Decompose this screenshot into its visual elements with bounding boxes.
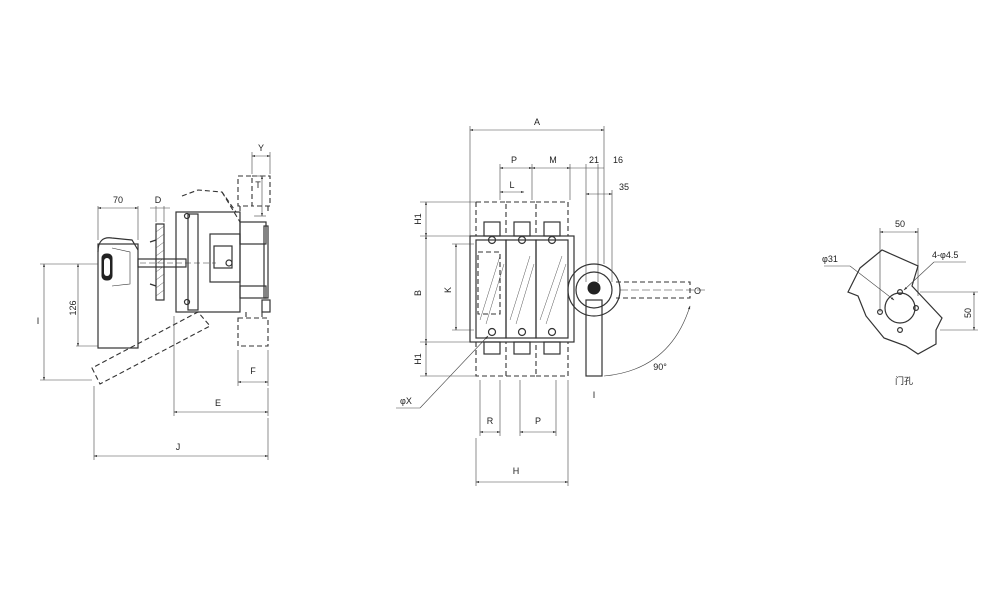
side-handle-rotated bbox=[91, 311, 211, 385]
dim-h: H bbox=[513, 466, 520, 476]
door-hole-caption: 门孔 bbox=[895, 375, 913, 387]
label-phi-x: φX bbox=[400, 396, 412, 406]
dim-f: F bbox=[250, 366, 256, 376]
label-4-phi-4-5: 4-φ4.5 bbox=[932, 250, 958, 260]
dim-j: J bbox=[176, 442, 181, 452]
dim-35: 35 bbox=[619, 182, 629, 192]
dim-21: 21 bbox=[589, 155, 599, 165]
dim-a: A bbox=[534, 117, 540, 127]
side-door-panel bbox=[155, 223, 165, 301]
dim-k: K bbox=[443, 287, 453, 293]
label-i-front: I bbox=[593, 390, 596, 400]
dim-r: R bbox=[487, 416, 494, 426]
label-phi-31: φ31 bbox=[822, 254, 838, 264]
dim-70: 70 bbox=[113, 195, 123, 205]
door-hole-outline bbox=[847, 249, 943, 355]
dim-y: Y bbox=[258, 143, 264, 153]
dim-p-bottom: P bbox=[535, 416, 541, 426]
front-handle-lever bbox=[585, 299, 603, 377]
side-view: 70 D Y T 126 I F E bbox=[37, 143, 271, 460]
dim-126: 126 bbox=[68, 300, 78, 315]
dim-l: L bbox=[509, 180, 514, 190]
label-o: O bbox=[694, 286, 701, 296]
dim-p-top: P bbox=[511, 155, 517, 165]
side-handle-body bbox=[97, 243, 139, 349]
label-90-deg: 90° bbox=[653, 362, 667, 372]
side-handle-top bbox=[97, 237, 139, 253]
door-hole-center bbox=[884, 292, 916, 324]
dim-b: B bbox=[413, 290, 423, 296]
dim-h1-top: H1 bbox=[413, 213, 423, 225]
front-switch-body bbox=[469, 235, 575, 343]
dim-d: D bbox=[155, 195, 162, 205]
dim-m: M bbox=[549, 155, 557, 165]
dim-e: E bbox=[215, 398, 221, 408]
dim-t: T bbox=[255, 180, 261, 190]
door-hole-view: 50 φ31 4-φ4.5 50 门孔 bbox=[822, 219, 978, 387]
dim-50-horizontal: 50 bbox=[895, 219, 905, 229]
dim-i-side: I bbox=[37, 316, 40, 326]
dim-h1-bottom: H1 bbox=[413, 353, 423, 365]
dim-50-vertical: 50 bbox=[963, 308, 973, 318]
front-view: A P M 21 16 L 35 H1 B K bbox=[396, 117, 708, 486]
dim-16: 16 bbox=[613, 155, 623, 165]
